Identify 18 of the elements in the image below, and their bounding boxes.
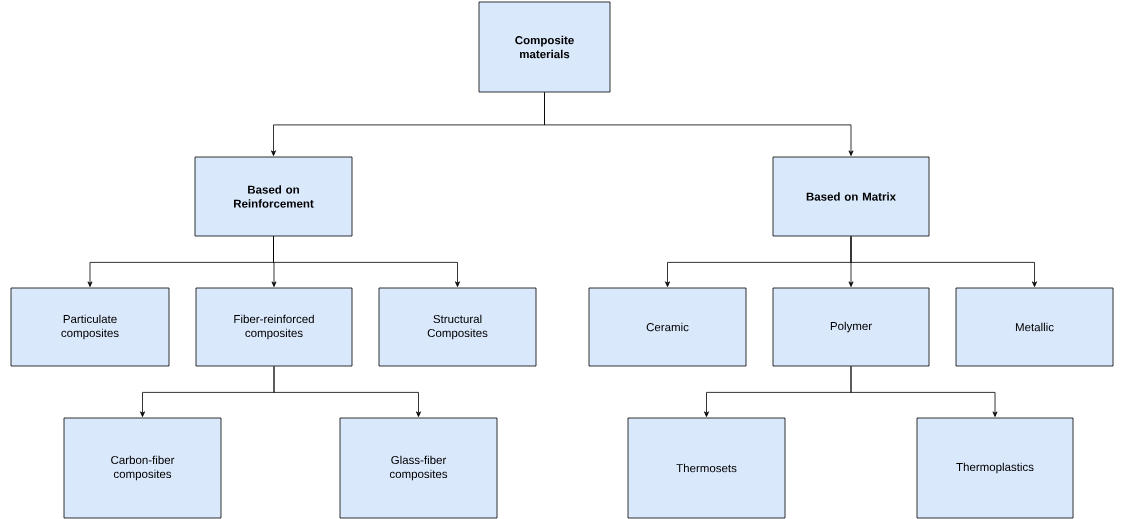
arrow — [850, 366, 998, 417]
category-box: Based on Matrix — [772, 156, 930, 237]
arrow — [273, 366, 421, 417]
category-box: Thermosets — [627, 417, 786, 519]
category-box: Carbon-fiber composites — [63, 417, 222, 519]
category-box: Glass-fiber composites — [339, 417, 498, 519]
arrow — [850, 236, 1037, 287]
category-box: Particulate composites — [10, 287, 170, 367]
arrow — [273, 236, 460, 287]
category-box: Composite materials — [478, 1, 611, 93]
category-box: Based on Reinforcement — [194, 156, 353, 237]
category-box: Fiber-reinforced composites — [195, 287, 353, 367]
category-box: Structural Composites — [378, 287, 537, 367]
category-box: Thermoplastics — [916, 417, 1074, 519]
category-box: Polymer — [772, 287, 930, 367]
category-box: Metallic — [955, 287, 1114, 367]
category-box: Ceramic — [588, 287, 747, 367]
arrow — [544, 92, 854, 156]
